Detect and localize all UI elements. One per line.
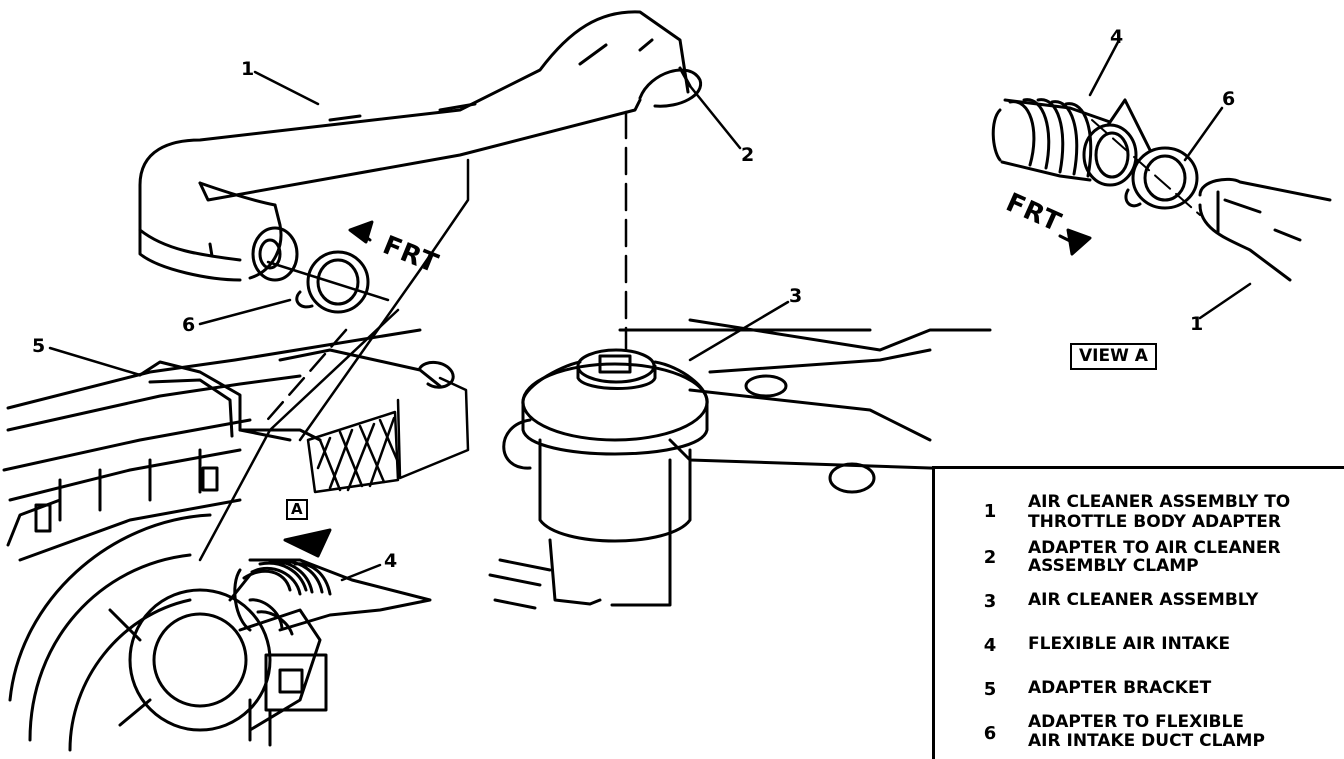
flexible-intake-4	[233, 558, 432, 636]
legend-num: 2	[983, 547, 997, 568]
front-arrow-main	[348, 220, 374, 244]
legend-text-line: FLEXIBLE AIR INTAKE	[1028, 634, 1231, 654]
view-a-callout-4: 4	[1110, 26, 1124, 48]
engine-block-right	[488, 318, 992, 610]
view-a-detail	[991, 98, 1332, 282]
callout-4: 4	[384, 550, 398, 572]
legend-text-line: AIR INTAKE DUCT CLAMP	[1028, 731, 1265, 751]
callout-2: 2	[741, 144, 755, 166]
duct-1	[138, 10, 703, 282]
intake-screen	[306, 376, 470, 494]
legend-num: 4	[983, 635, 997, 656]
view-a-leader-lines	[1088, 40, 1252, 320]
view-arrow	[283, 528, 332, 558]
view-a-callout-1: 1	[1190, 313, 1204, 335]
legend-text-line: AIR CLEANER ASSEMBLY TO	[1028, 492, 1291, 512]
leader-lines	[48, 70, 790, 582]
legend-text-line: ADAPTER TO AIR CLEANER	[1028, 538, 1281, 558]
parts-legend: 1 AIR CLEANER ASSEMBLY TO THROTTLE BODY …	[932, 466, 1344, 759]
legend-text-line: THROTTLE BODY ADAPTER	[1028, 512, 1282, 532]
view-a-label: VIEW A	[1070, 343, 1157, 370]
legend-num: 5	[983, 679, 997, 700]
callout-3: 3	[789, 285, 803, 307]
callout-6: 6	[182, 314, 196, 336]
front-arrow-view-a	[1058, 228, 1092, 256]
view-a-callout-6: 6	[1222, 88, 1236, 110]
engine-compartment	[2, 328, 422, 752]
legend-text-line: ADAPTER BRACKET	[1028, 678, 1212, 698]
air-cleaner-assembly	[502, 348, 1002, 606]
callout-5: 5	[32, 335, 46, 357]
legend-num: 1	[983, 501, 997, 522]
legend-text-line: AIR CLEANER ASSEMBLY	[1028, 590, 1259, 610]
legend-num: 3	[983, 591, 997, 612]
legend-text-line: ASSEMBLY CLAMP	[1028, 556, 1199, 576]
callout-1: 1	[241, 58, 255, 80]
view-a-reference-label: A	[286, 499, 308, 520]
adapter-bracket-5	[138, 348, 455, 442]
clamp-6	[295, 250, 370, 314]
legend-text-line: ADAPTER TO FLEXIBLE	[1028, 712, 1244, 732]
legend-num: 6	[983, 723, 997, 744]
